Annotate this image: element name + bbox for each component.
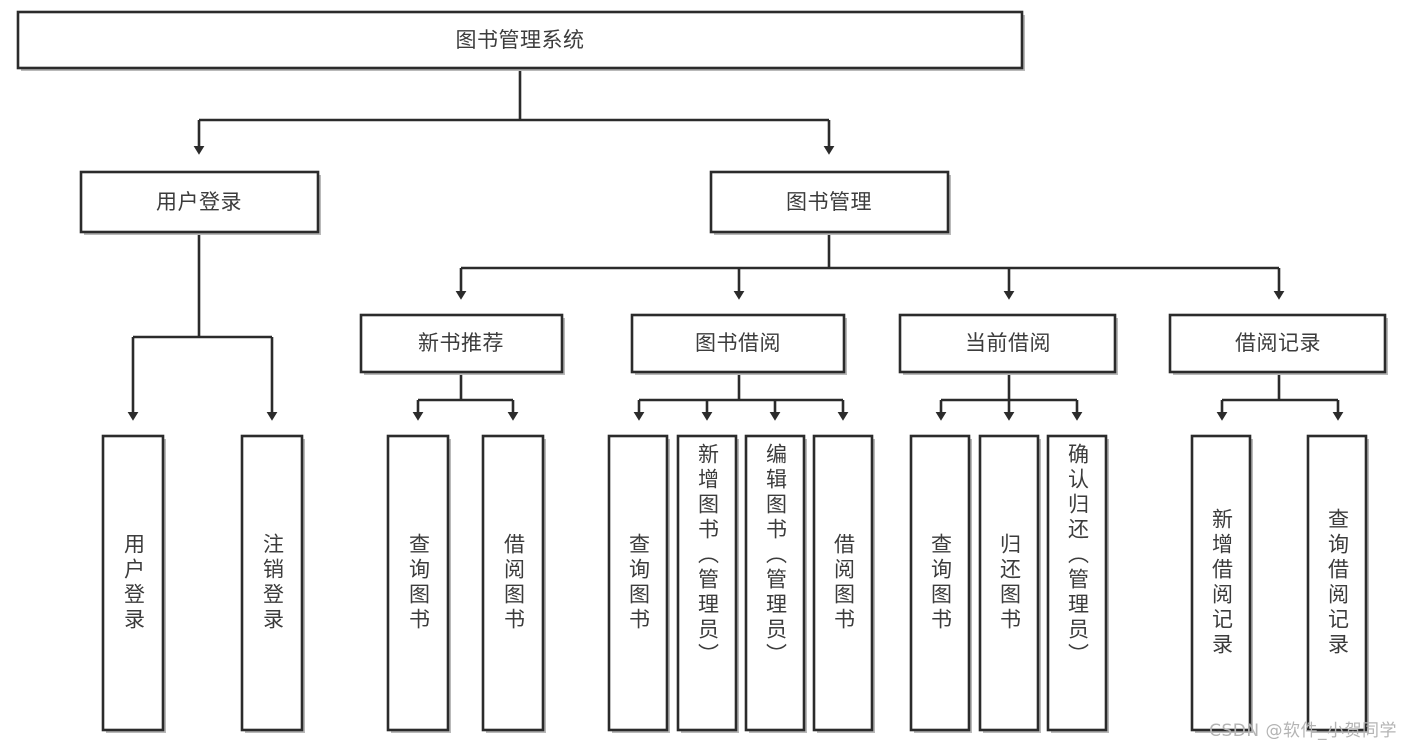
- edges-bookborrow-to-leaves: [633, 375, 849, 421]
- edges-borrowrecord-to-leaves: [1216, 375, 1344, 421]
- node-current-borrow[interactable]: 当前借阅: [898, 313, 1118, 375]
- node-root[interactable]: 图书管理系统: [16, 10, 1025, 71]
- leaf-node-current-borrow-2[interactable]: [1046, 434, 1109, 733]
- node-book-manage-label: 图书管理: [786, 190, 872, 214]
- edges-userlogin-to-leaves: [127, 232, 278, 421]
- leaf-node-book-borrow-3[interactable]: [812, 434, 875, 733]
- node-book-borrow[interactable]: 图书借阅: [630, 313, 847, 375]
- edges-newbook-to-leaves: [412, 375, 519, 421]
- node-user-login-label: 用户登录: [156, 190, 242, 214]
- csdn-watermark: CSDN @软件_小贺同学: [1209, 721, 1397, 741]
- leaf-node-borrow-record-0[interactable]: [1190, 434, 1253, 733]
- leaf-node-borrow-record-1[interactable]: [1306, 434, 1369, 733]
- leaf-node-book-borrow-1[interactable]: [676, 434, 739, 733]
- node-book-borrow-label: 图书借阅: [695, 331, 781, 355]
- edges-root-to-level1: [193, 68, 835, 155]
- node-borrow-record[interactable]: 借阅记录: [1168, 313, 1388, 375]
- leaf-node-new-book-1[interactable]: [481, 434, 546, 733]
- node-new-book-recommend-label: 新书推荐: [418, 331, 504, 355]
- leaf-node-current-borrow-1[interactable]: [978, 434, 1041, 733]
- leaf-node-new-book-0[interactable]: [386, 434, 451, 733]
- leaf-node-current-borrow-0[interactable]: [909, 434, 972, 733]
- leaf-node-user-login-1[interactable]: [240, 434, 305, 733]
- leaf-node-book-borrow-0[interactable]: [607, 434, 670, 733]
- edges-bookmanage-to-level2: [455, 232, 1285, 300]
- leaf-boxes: [101, 434, 1369, 733]
- node-borrow-record-label: 借阅记录: [1235, 331, 1321, 355]
- node-current-borrow-label: 当前借阅: [965, 331, 1051, 355]
- node-new-book-recommend[interactable]: 新书推荐: [359, 313, 565, 375]
- node-book-manage[interactable]: 图书管理: [709, 170, 951, 235]
- node-root-label: 图书管理系统: [456, 28, 585, 52]
- node-user-login[interactable]: 用户登录: [79, 170, 321, 235]
- edges-currentborrow-to-leaves: [935, 375, 1083, 421]
- leaf-node-user-login-0[interactable]: [101, 434, 166, 733]
- leaf-node-book-borrow-2[interactable]: [744, 434, 807, 733]
